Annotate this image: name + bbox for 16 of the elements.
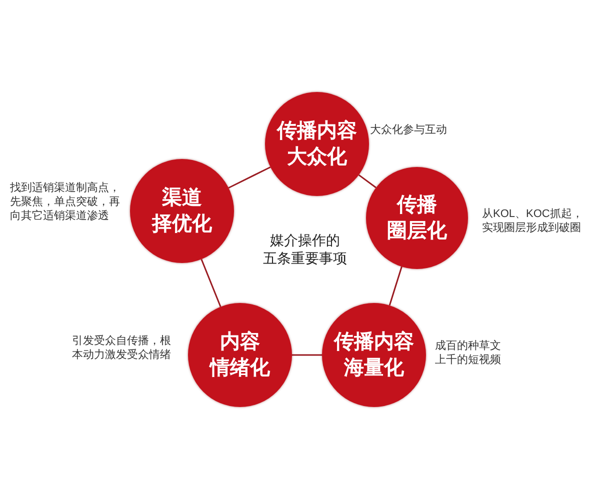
node-label: 传播圈层化: [387, 193, 447, 244]
node-label: 内容情绪化: [210, 330, 270, 381]
annotation-text: 大众化参与互动: [370, 123, 447, 137]
node-label: 传播内容海量化: [334, 330, 414, 381]
connector-line: [388, 266, 402, 306]
connector-line: [292, 354, 322, 356]
annotation-text: 从KOL、KOC抓起，实现圈层形成到破圈: [482, 207, 584, 235]
node-label: 渠道择优化: [152, 186, 212, 237]
connector-line: [358, 174, 376, 188]
annotation-text: 找到适销渠道制高点，先聚焦，单点突破，再向其它适销渠道渗透: [10, 181, 121, 223]
center-caption: 媒介操作的五条重要事项: [262, 231, 348, 267]
annotation-text: 成百的种草文上千的短视频: [435, 339, 502, 367]
annotation-text: 引发受众自传播，根本动力激发受众情绪: [72, 334, 172, 362]
node-label: 传播内容大众化: [277, 118, 357, 170]
connector-line: [200, 258, 222, 308]
connector-line: [228, 166, 271, 189]
